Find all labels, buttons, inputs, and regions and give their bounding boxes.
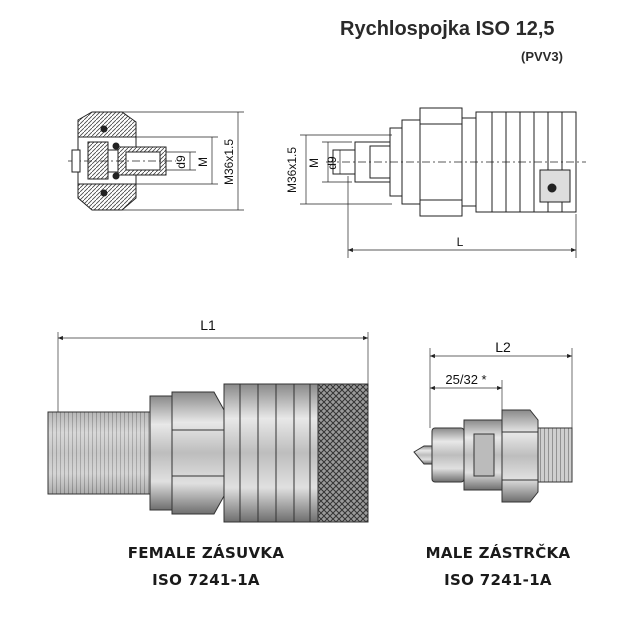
- dim-d9-left: d9: [174, 155, 188, 169]
- section-drawing-left: [68, 111, 244, 211]
- dim-m-left: M: [196, 157, 210, 167]
- female-coupling-render: [47, 332, 369, 523]
- female-caption-line1: FEMALE ZÁSUVKA: [127, 544, 285, 562]
- page-subtitle: (PVV3): [521, 49, 563, 64]
- male-caption-line1: MALE ZÁSTRČKA: [425, 544, 571, 562]
- dim-l1: L1: [200, 317, 216, 333]
- dim-m36-left: M36x1.5: [222, 139, 236, 185]
- dim-m-right: M: [307, 158, 321, 168]
- dim-25-32: 25/32 *: [445, 372, 486, 387]
- dim-d9-right: d9: [325, 156, 339, 170]
- dim-l: L: [457, 235, 464, 249]
- page-title: Rychlospojka ISO 12,5: [340, 18, 555, 40]
- female-caption-line2: ISO 7241-1A: [152, 571, 260, 589]
- dim-m36-right: M36x1.5: [285, 147, 299, 193]
- side-view-top-right: [300, 107, 586, 258]
- male-coupling-render: [413, 348, 573, 503]
- dim-l2: L2: [495, 339, 511, 355]
- male-caption-line2: ISO 7241-1A: [444, 571, 552, 589]
